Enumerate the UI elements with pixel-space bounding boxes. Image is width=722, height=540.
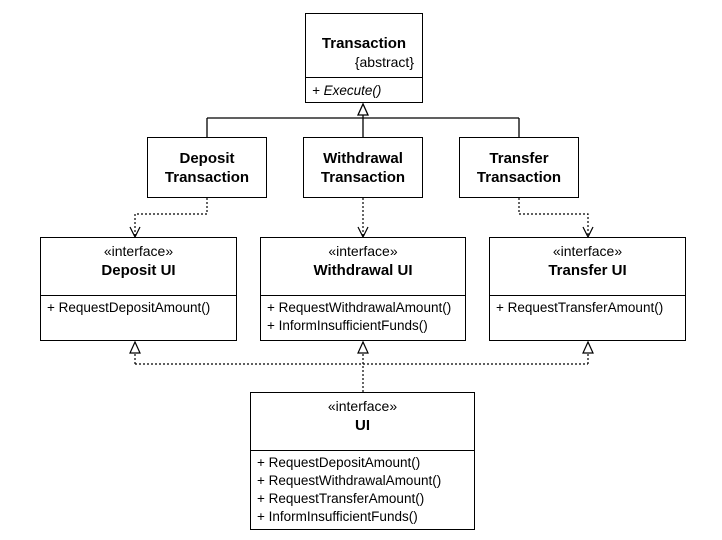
deposit-transaction-name-line1: Deposit (179, 150, 235, 167)
realization-connectors (134, 353, 589, 392)
withdrawal-transaction-name-line2: Transaction (320, 169, 406, 186)
deposit-transaction-name-line2: Transaction (164, 169, 250, 186)
withdrawal-ui-operations: + RequestWithdrawalAmount() + InformInsu… (261, 295, 465, 338)
generalization-connectors (206, 102, 520, 137)
withdrawal-transaction-class: Withdrawal Transaction (303, 137, 423, 198)
withdrawal-ui-name: Withdrawal UI (313, 262, 413, 279)
transaction-abstract-label: {abstract} (354, 54, 414, 70)
request-transfer-amount-operation: + RequestTransferAmount() (496, 300, 664, 315)
deposit-ui-stereotype: «interface» (103, 243, 174, 259)
realization-arrowheads (129, 340, 594, 354)
transaction-operations: + Execute() (306, 77, 422, 103)
ui-request-deposit-amount-operation: + RequestDepositAmount() (257, 455, 421, 470)
execute-operation: + Execute() (312, 83, 382, 98)
ui-request-withdrawal-amount-operation: + RequestWithdrawalAmount() (257, 473, 442, 488)
ui-name: UI (355, 417, 370, 434)
ui-inform-insufficient-funds-operation: + InformInsufficientFunds() (257, 509, 418, 524)
request-deposit-amount-operation: + RequestDepositAmount() (47, 300, 211, 315)
ui-interface: «interface» UI + RequestDepositAmount() … (250, 392, 475, 530)
transfer-ui-interface: «interface» Transfer UI + RequestTransfe… (489, 237, 686, 341)
ui-operations: + RequestDepositAmount() + RequestWithdr… (251, 450, 474, 529)
withdrawal-ui-interface: «interface» Withdrawal UI + RequestWithd… (260, 237, 466, 341)
transfer-ui-stereotype: «interface» (552, 243, 623, 259)
transaction-class-name: Transaction (321, 35, 407, 52)
withdrawal-ui-stereotype: «interface» (328, 243, 398, 259)
request-withdrawal-amount-operation: + RequestWithdrawalAmount() (267, 300, 452, 315)
ui-stereotype: «interface» (327, 398, 398, 414)
transaction-class: Transaction {abstract} + Execute() (305, 13, 423, 103)
transfer-transaction-class: Transfer Transaction (459, 137, 579, 198)
transfer-transaction-name-line2: Transaction (476, 169, 562, 186)
inform-insufficient-funds-operation: + InformInsufficientFunds() (267, 318, 428, 333)
transfer-transaction-name-line1: Transfer (489, 150, 549, 167)
withdrawal-transaction-name-line1: Withdrawal (323, 150, 403, 167)
ui-request-transfer-amount-operation: + RequestTransferAmount() (257, 491, 425, 506)
deposit-ui-operations: + RequestDepositAmount() (41, 295, 236, 320)
deposit-transaction-class: Deposit Transaction (147, 137, 267, 198)
transfer-ui-name: Transfer UI (548, 262, 627, 279)
dependency-arrowheads (129, 226, 594, 239)
deposit-ui-interface: «interface» Deposit UI + RequestDepositA… (40, 237, 237, 341)
deposit-ui-name: Deposit UI (101, 262, 176, 279)
dependency-connectors (134, 198, 589, 236)
transfer-ui-operations: + RequestTransferAmount() (490, 295, 685, 320)
